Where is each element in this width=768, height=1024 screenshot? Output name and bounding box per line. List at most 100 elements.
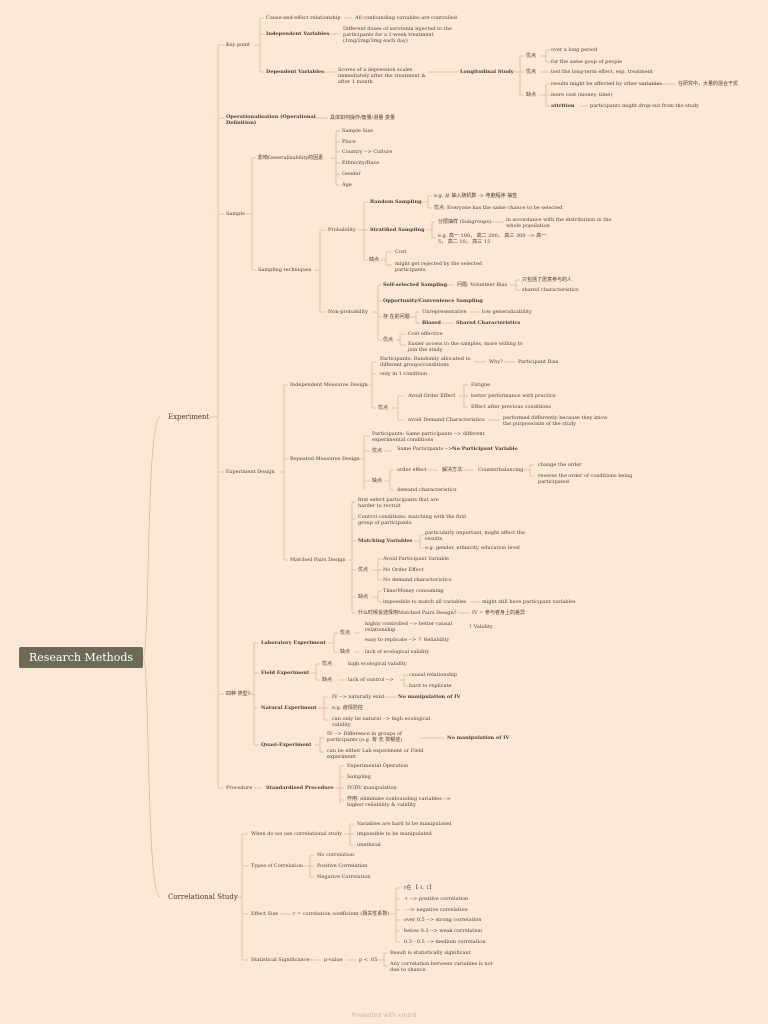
field-pro-label: 优点 [322, 661, 333, 667]
corr-types-node[interactable]: Types of Correlation [251, 863, 303, 869]
np-pro-1: Cost effective [408, 331, 443, 337]
self-selected-node[interactable]: Self-selected Sampling [383, 282, 448, 288]
attrition-note: participants might drop-out from the stu… [590, 103, 700, 109]
operational-topic[interactable]: Operationalisation (Operational Definiti… [226, 114, 316, 126]
rep-counter-1: change the order [538, 462, 582, 468]
repeated-node[interactable]: Repeated Measures Design [290, 456, 360, 462]
dv-node[interactable]: Dependent Variables [266, 69, 325, 75]
types-topic[interactable]: 四种 类型? [226, 691, 251, 697]
lab-validity: ↑ Validity [468, 624, 493, 630]
sampling-techniques-node[interactable]: Sampling techniques [258, 267, 312, 273]
mat-vars[interactable]: Matching Variables [358, 538, 413, 544]
mat-when-note: IV = 参与者身上的差异 [472, 610, 525, 616]
mat-control: Control conditions: matching with the fi… [358, 514, 467, 526]
rep-same: Same Participants --> [397, 446, 453, 452]
sample-topic[interactable]: Sample [226, 211, 245, 217]
ind-order-2: better performance with practice [471, 393, 556, 399]
p-value: p-value [324, 957, 343, 963]
operational-note: 具体如何操作/衡量/测量 变量 [330, 115, 395, 121]
nonprob-node[interactable]: Non-probability [328, 309, 368, 315]
effect-item-6: 0.3 - 0.5 --> medium correlation [404, 939, 486, 945]
nat-no: No manipulation of IV [398, 694, 461, 700]
natural-node[interactable]: Natural Experiment [261, 705, 317, 711]
generalizability-node[interactable]: 影响Generalizability的因素 [258, 155, 324, 161]
ind-avoid-demand[interactable]: avoid Demand Characteristics [408, 417, 485, 423]
effect-item-1: r在 【-1, 1】 [404, 885, 435, 891]
mat-when[interactable]: 什么时候会选择用Matched Pairs Design? [358, 610, 457, 616]
experiment-topic[interactable]: Experiment [168, 413, 210, 421]
rep-participants: Participants: Same participants --> diff… [372, 431, 485, 443]
gen-item-1: Sample Size [342, 128, 374, 134]
cause-effect-node[interactable]: Cause-and-effect relationship [266, 15, 341, 21]
independent-node[interactable]: Independent Measures Design [290, 382, 368, 388]
ind-order-3: Effect after previous conditions [471, 404, 551, 410]
mat-still: might still have participant variables [482, 599, 576, 605]
quasi-no: No manipulation of IV [447, 735, 510, 741]
corr-when-node[interactable]: When do we use correlational study [251, 831, 343, 837]
effect-item-5: below 0.3 --> weak correlation [404, 928, 483, 934]
correlational-topic[interactable]: Correlational Study [168, 893, 238, 901]
corr-when-1: Variables are hard to be manipulated [357, 821, 452, 827]
np-cons-label: 存 在的问题 [383, 314, 410, 320]
mat-con-2: impossible to match all variables [383, 599, 467, 605]
prob-con-1: Cost [395, 249, 407, 255]
longitudinal-pros2-label: 优点 [526, 69, 537, 75]
quasi-node[interactable]: Quasi-Experiment [261, 742, 312, 748]
np-pros-label: 优点 [383, 337, 394, 343]
mat-pro-2: No Order Effect [383, 567, 424, 573]
ind-why: Why? [489, 359, 503, 365]
longitudinal-cons-label: 缺点 [526, 92, 537, 98]
field-con-label: 缺点 [322, 677, 333, 683]
matched-node[interactable]: Matched Pairs Design [290, 557, 346, 563]
significance-node[interactable]: Statistical Significance [251, 957, 310, 963]
proc-item-2: Sampling [347, 774, 371, 780]
procedure-topic[interactable]: Procedure [226, 785, 253, 791]
std-procedure-node[interactable]: Standardized Procedure [266, 785, 334, 791]
design-topic[interactable]: Experiment Design [226, 469, 275, 475]
longitudinal-pros-label: 优点 [526, 53, 537, 59]
biased-note: Shared Characteristics [456, 320, 521, 326]
long-pro-1: over a long period [551, 47, 598, 53]
mat-pro-1: Avoid Participant Variable [383, 556, 450, 562]
root-topic[interactable]: Research Methods [19, 647, 143, 668]
footer-credit: Presented with xmind [351, 1012, 417, 1019]
prob-cons-label: 缺点 [369, 257, 380, 263]
gen-item-6: Age [342, 182, 352, 188]
mat-pro-3: No demand characteristics [383, 577, 452, 583]
unrep-node[interactable]: Unrepresentative [422, 309, 467, 315]
mat-con-1: Time/Money consuming [383, 588, 444, 594]
keypoint-topic[interactable]: Key point [226, 42, 251, 48]
random-sampling-node[interactable]: Random Sampling [370, 199, 422, 205]
nat-only: can only be natural --> high ecological … [332, 716, 431, 728]
proc-item-3: IV/DV manipulation [347, 785, 397, 791]
longitudinal-node[interactable]: Longitudinal Study [460, 69, 514, 75]
mat-var-2: e.g. gender, ethnicity, education level [425, 545, 520, 551]
rep-counter[interactable]: Counterbalancing [478, 467, 524, 473]
ind-avoid-order[interactable]: Avoid Order Effect [408, 393, 456, 399]
stratified-sampling-node[interactable]: Stratified Sampling [370, 227, 425, 233]
effect-item-4: over 0.5 --> strong correlation [404, 917, 482, 923]
effect-item-2: + --> positive correlation [404, 896, 469, 902]
probability-node[interactable]: Probability [328, 227, 356, 233]
iv-node[interactable]: Independent Variables [266, 31, 330, 37]
rep-pro-label: 优点 [372, 448, 383, 454]
ind-pro-label: 优点 [378, 405, 389, 411]
mat-con-label: 缺点 [358, 594, 369, 600]
lab-pro-label: 优点 [340, 630, 351, 636]
effect-size-node[interactable]: Effect Size [251, 911, 279, 917]
rep-order[interactable]: order effect [397, 467, 427, 473]
unrep-note: low generalizability [482, 309, 532, 315]
long-con-2: more cost (money, time) [551, 92, 613, 98]
self-note-1: 只包括了愿意参与的人 [522, 277, 573, 283]
biased-node[interactable]: Biased [422, 320, 441, 326]
mat-first: first select participants that are harde… [358, 497, 439, 509]
mat-var-1: particularly important, might affect the… [425, 530, 525, 542]
gen-item-5: Gender [342, 171, 361, 177]
field-node[interactable]: Field Experiment [261, 670, 310, 676]
lab-node[interactable]: Laboratory Experiment [261, 640, 326, 646]
attrition-node[interactable]: attrition [551, 103, 575, 109]
nat-iv: IV --> naturally exist [332, 694, 385, 700]
opportunity-node[interactable]: Opportunity/Convenience Sampling [383, 298, 483, 304]
np-pro-2: Easier access to the samples, more willi… [408, 341, 523, 353]
rep-no-pv: No Participant Variable [452, 446, 518, 452]
